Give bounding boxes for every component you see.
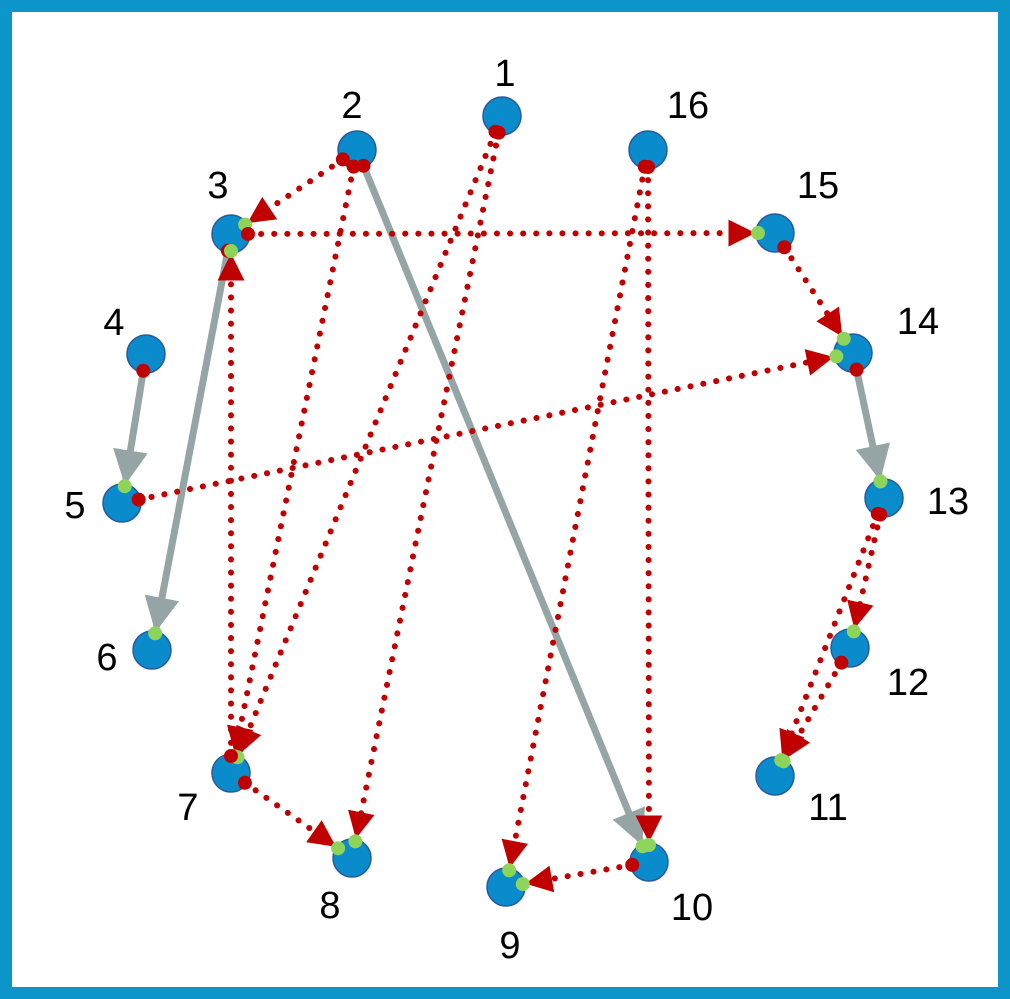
node-label-15: 15 [797, 165, 839, 207]
port-out-15-to-14 [777, 240, 792, 255]
edge-16-to-10 [635, 163, 663, 843]
edge-4-to-5 [113, 367, 148, 486]
edge-3-to-6 [144, 247, 232, 633]
node-label-13: 13 [927, 481, 969, 523]
port-in-1-to-8 [348, 834, 363, 849]
port-out-3-to-15 [240, 226, 255, 241]
edge-13-to-12 [847, 511, 884, 629]
edge-1-to-8 [348, 129, 502, 839]
edge-12-to-11 [784, 659, 845, 760]
edge-13-to-11 [779, 510, 881, 758]
port-in-7-to-3 [224, 244, 238, 258]
port-in-4-to-5 [117, 479, 132, 494]
node-label-4: 4 [103, 302, 124, 344]
port-out-13-to-11 [870, 506, 885, 521]
node-label-5: 5 [64, 485, 85, 527]
port-in-13-to-12 [846, 624, 861, 639]
node-label-6: 6 [96, 637, 117, 679]
edge-2-to-3 [247, 156, 346, 224]
port-in-10-to-9 [515, 877, 530, 892]
node-label-1: 1 [494, 53, 515, 95]
edge-14-to-13 [853, 366, 891, 481]
port-out-4-to-5 [136, 363, 151, 378]
port-out-1-to-8 [491, 125, 506, 140]
edge-7-to-8 [241, 779, 336, 847]
node-label-2: 2 [341, 85, 362, 127]
port-in-12-to-11 [776, 754, 791, 769]
port-out-12-to-11 [834, 655, 849, 670]
edge-16-to-9 [501, 163, 648, 868]
node-label-8: 8 [319, 885, 340, 927]
node-label-7: 7 [177, 787, 198, 829]
port-out-7-to-3 [224, 749, 238, 763]
port-in-14-to-13 [873, 474, 888, 489]
port-in-16-to-9 [502, 863, 517, 878]
port-out-14-to-13 [849, 362, 864, 377]
edge-5-to-14 [135, 349, 834, 503]
node-label-16: 16 [667, 85, 709, 127]
port-out-7-to-8 [237, 775, 252, 790]
edge-10-to-9 [525, 861, 636, 893]
node-label-14: 14 [897, 301, 939, 343]
edge-3-to-15 [244, 219, 756, 247]
node-label-10: 10 [671, 887, 713, 929]
edge-2-to-10 [359, 162, 646, 846]
edges-layer [113, 128, 891, 893]
port-out-10-to-9 [625, 857, 640, 872]
port-in-15-to-14 [836, 331, 851, 346]
edge-2-to-7 [227, 163, 357, 754]
port-in-16-to-10 [641, 838, 656, 852]
port-in-3-to-15 [751, 226, 765, 241]
node-label-11: 11 [808, 787, 847, 829]
edge-15-to-14 [781, 244, 843, 337]
port-out-5-to-14 [131, 492, 146, 507]
node-label-3: 3 [207, 165, 228, 207]
port-in-7-to-8 [331, 841, 346, 856]
port-out-2-to-3 [335, 152, 350, 167]
port-out-16-to-10 [641, 159, 656, 174]
port-in-3-to-6 [148, 626, 163, 641]
ports-layer [117, 124, 888, 892]
port-out-2-to-10 [356, 158, 371, 173]
node-label-12: 12 [887, 662, 929, 704]
port-in-5-to-14 [829, 349, 844, 364]
node-label-9: 9 [499, 925, 520, 967]
edge-1-to-7 [236, 128, 499, 755]
